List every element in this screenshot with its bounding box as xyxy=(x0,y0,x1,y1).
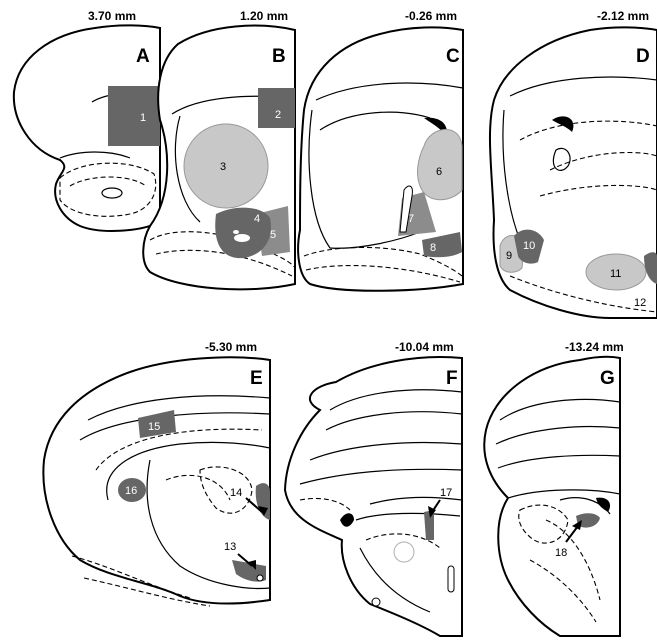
region-14-label: 14 xyxy=(230,487,242,499)
panel-b: 3 2 5 4 1.20 mm B xyxy=(143,9,295,289)
region-2-label: 2 xyxy=(275,109,281,121)
panel-g-coordinate: -13.24 mm xyxy=(565,340,624,354)
panel-f-section-outline xyxy=(285,357,462,636)
region-15-label: 15 xyxy=(148,421,160,433)
region-11-label: 11 xyxy=(610,268,621,280)
panel-f: 17 -10.04 mm F xyxy=(285,340,462,636)
region-10-label: 10 xyxy=(523,240,535,252)
panel-e-coordinate: -5.30 mm xyxy=(205,340,257,354)
panel-g: 18 -13.24 mm G xyxy=(484,340,623,636)
panel-f-coordinate: -10.04 mm xyxy=(395,340,454,354)
panel-b-coordinate: 1.20 mm xyxy=(240,9,288,23)
region-3-label: 3 xyxy=(220,161,226,173)
region-13-label: 13 xyxy=(224,541,236,553)
panel-f-label: F xyxy=(446,368,458,389)
panel-c: 6 7 8 -0.26 mm C xyxy=(298,9,463,291)
region-1 xyxy=(108,86,160,146)
panel-b-label: B xyxy=(272,46,286,67)
panel-e: 15 16 14 13 -5.30 mm E xyxy=(43,340,270,606)
region-4-label: 4 xyxy=(254,213,260,225)
panel-a-label: A xyxy=(136,46,150,67)
panel-d-label: D xyxy=(636,46,650,67)
panel-d-coordinate: -2.12 mm xyxy=(597,9,649,23)
panel-a-coordinate: 3.70 mm xyxy=(88,9,136,23)
panel-a: 1 3.70 mm A xyxy=(14,9,160,231)
region-9-label: 9 xyxy=(506,250,512,262)
panel-g-label: G xyxy=(600,368,615,389)
region-16-label: 16 xyxy=(125,485,137,497)
region-1-label: 1 xyxy=(140,112,146,124)
region-5-label: 5 xyxy=(270,229,276,241)
panel-c-coordinate: -0.26 mm xyxy=(405,9,457,23)
region-8-label: 8 xyxy=(430,242,436,254)
region-17-label: 17 xyxy=(440,487,452,499)
region-2 xyxy=(258,88,295,128)
region-6-label: 6 xyxy=(436,166,442,178)
region-12-label: 12 xyxy=(634,297,646,309)
panel-e-label: E xyxy=(250,368,263,389)
region-18-label: 18 xyxy=(555,547,567,559)
panel-d: 9 10 11 12 -2.12 mm D xyxy=(490,9,657,318)
panel-c-label: C xyxy=(446,46,460,67)
panel-g-section-outline xyxy=(484,357,620,636)
